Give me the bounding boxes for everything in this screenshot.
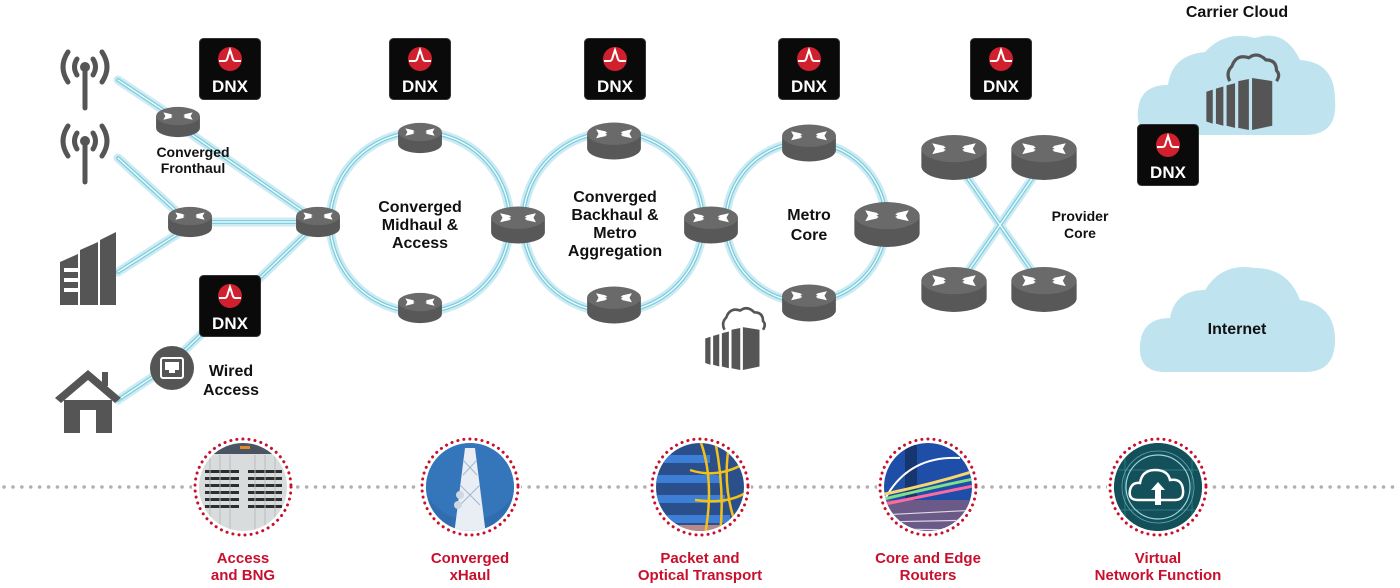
svg-text:Access: Access [203,382,259,399]
dnx-badge: DNX [199,38,261,100]
router-icon [782,284,836,322]
router-icon [587,122,641,160]
dnx-badge: DNX [970,38,1032,100]
svg-text:Metro: Metro [787,207,831,224]
svg-text:DNX: DNX [212,77,249,96]
solution-label: Network Function [1095,567,1222,584]
svg-text:Aggregation: Aggregation [568,243,662,260]
solution-access-bng[interactable]: Access and BNG [192,436,295,584]
cloud-upload-photo [1114,443,1202,531]
svg-text:DNX: DNX [1150,163,1187,182]
solution-label: Routers [900,567,957,584]
solution-converged-xhaul[interactable]: Converged xHaul [419,420,521,584]
router-icon [398,292,442,324]
label-provider-core: Provider Core [1052,208,1109,241]
svg-text:DNX: DNX [597,77,634,96]
carrier-cloud [1137,35,1336,135]
svg-text:Backhaul &: Backhaul & [571,207,659,224]
svg-text:Midhaul &: Midhaul & [382,217,459,234]
solution-packet-optical-transport[interactable]: Packet and Optical Transport [638,436,762,584]
solution-label: Access [217,550,270,567]
cell-tower-icon [63,126,107,182]
svg-text:DNX: DNX [983,77,1020,96]
label-internet: Internet [1208,321,1267,338]
label-wired-access: Wired Access [203,363,259,399]
svg-text:DNX: DNX [212,314,249,333]
svg-text:Core: Core [1064,225,1096,241]
router-icon [854,202,920,247]
svg-text:Converged: Converged [573,189,657,206]
router-icon [587,286,641,324]
label-converged-backhaul-metro-aggregation: Converged Backhaul & Metro Aggregation [568,189,662,260]
solution-label: Virtual [1135,550,1181,567]
internet-cloud [1139,266,1335,372]
office-building-icon [60,232,116,305]
router-icon [398,122,442,154]
solution-label: xHaul [450,567,491,584]
edge-datacenter-icon [703,306,767,370]
dnx-badge: DNX [199,275,261,337]
router-icon [168,206,212,238]
solution-label: Optical Transport [638,567,762,584]
label-converged-midhaul-access: Converged Midhaul & Access [378,199,462,252]
router-icon [1011,267,1077,312]
solution-virtual-network-function[interactable]: Virtual Network Function [1095,436,1222,584]
router-icon [156,106,200,138]
home-icon [55,370,121,433]
router-icon [684,206,738,244]
svg-text:Fronthaul: Fronthaul [161,160,226,176]
solution-label: Packet and [660,550,739,567]
svg-text:Wired: Wired [209,363,253,380]
dnx-badge: DNX [389,38,451,100]
svg-text:Provider: Provider [1052,208,1109,224]
svg-text:Converged: Converged [378,199,462,216]
router-icon [296,206,340,238]
ethernet-port-icon [150,346,194,390]
router-icon [782,124,836,162]
solution-label: and BNG [211,567,275,584]
svg-text:DNX: DNX [402,77,439,96]
chassis-photo [199,443,287,531]
svg-text:Metro: Metro [593,225,637,242]
router-icon [491,206,545,244]
router-icon [921,135,987,180]
dnx-badge: DNX [584,38,646,100]
cell-tower-icon [63,52,107,108]
svg-text:Converged: Converged [156,144,229,160]
solution-core-edge-routers[interactable]: Core and Edge Routers [875,436,981,584]
label-converged-fronthaul: Converged Fronthaul [156,144,229,176]
router-icon [1011,135,1077,180]
label-metro-core: Metro Core [787,207,831,244]
svg-text:Core: Core [791,227,828,244]
dnx-badge: DNX [1137,124,1199,186]
solution-label: Converged [431,550,509,567]
svg-text:Access: Access [392,235,448,252]
svg-text:DNX: DNX [791,77,828,96]
solution-label: Core and Edge [875,550,981,567]
dnx-badge: DNX [778,38,840,100]
router-icon [921,267,987,312]
label-carrier-cloud: Carrier Cloud [1186,4,1288,21]
